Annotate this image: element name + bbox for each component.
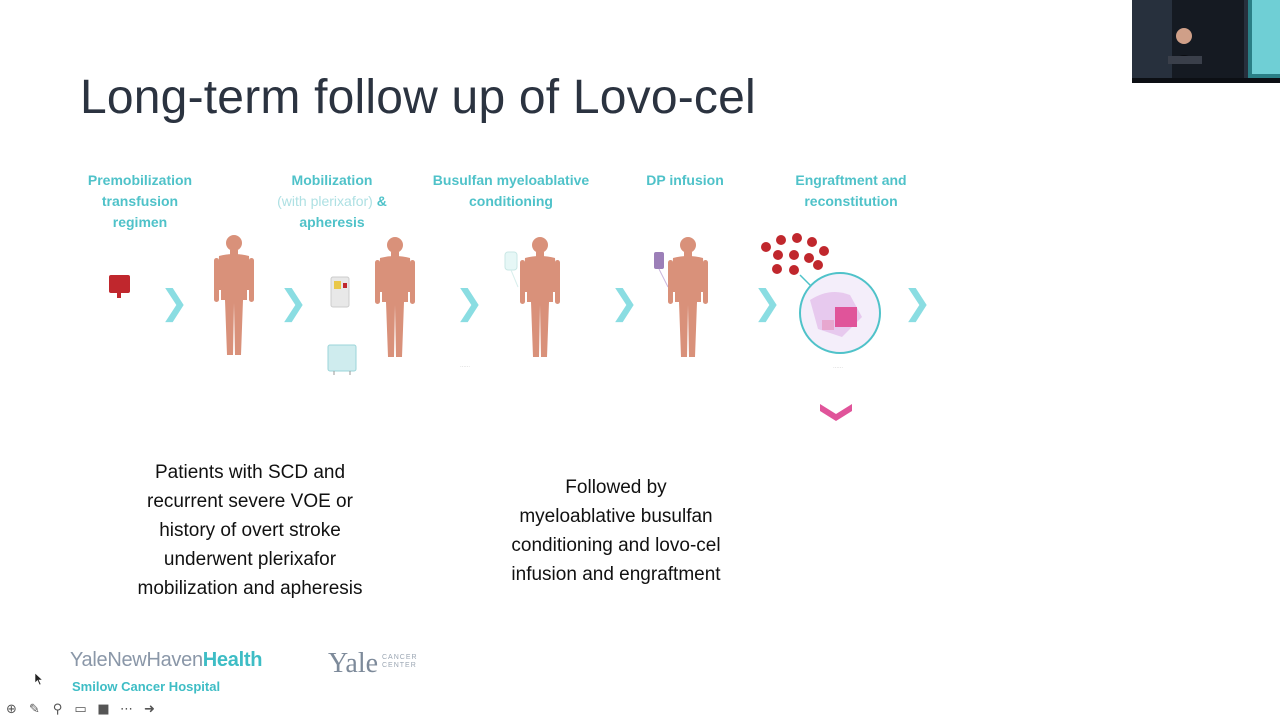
- ynhh-logo-light: YaleNewHaven: [70, 649, 203, 671]
- body-line: underwent plerixafor: [163, 549, 337, 570]
- body-line: conditioning and lovo-cel: [511, 535, 721, 556]
- process-diagram: ...... ......: [109, 233, 881, 421]
- more-icon[interactable]: ⋯: [120, 701, 133, 717]
- yale-sub-line: CENTER: [382, 662, 417, 669]
- step-label-line: Mobilization: [291, 172, 373, 188]
- step-label-line: apheresis: [299, 214, 365, 230]
- step-label-tail: &: [372, 193, 387, 209]
- presenter-toolbar: ⊕ ✎ ⚲ ▭ ■ ⋯ ➜: [3, 700, 158, 718]
- patient-figure: [375, 237, 415, 357]
- small-caption: ......: [460, 363, 470, 369]
- mouse-cursor-icon: [34, 672, 44, 686]
- step-label-engraftment: Engraftment and reconstitution: [780, 170, 922, 212]
- body-line: Patients with SCD and: [154, 462, 346, 483]
- step-label-mobilization: Mobilization (with plerixafor) & apheres…: [262, 170, 402, 233]
- yale-logo: Yale: [328, 648, 379, 679]
- step-label-line: transfusion: [101, 193, 179, 209]
- body-line: mobilization and apheresis: [137, 578, 363, 599]
- body-line: myeloablative busulfan: [519, 506, 713, 527]
- body-text-left: Patients with SCD and recurrent severe V…: [100, 458, 400, 603]
- chevron-right-icon: ❯: [610, 283, 639, 323]
- body-line: history of overt stroke: [159, 520, 341, 541]
- small-caption: ......: [833, 364, 843, 370]
- webcam-video: [1132, 0, 1280, 83]
- pen-icon[interactable]: ✎: [29, 701, 40, 717]
- add-circle-icon[interactable]: ⊕: [6, 701, 17, 717]
- ynhh-logo-bold: Health: [202, 649, 263, 671]
- slide-title: Long-term follow up of Lovo-cel: [80, 71, 756, 124]
- patient-figure: [668, 237, 708, 357]
- yale-sub-line: CANCER: [382, 654, 418, 661]
- webcam-thumbnail[interactable]: [1132, 0, 1280, 83]
- ynhh-logo: YaleNewHavenHealth: [70, 649, 262, 672]
- down-arrow-icon: [820, 404, 852, 421]
- step-label-line: DP infusion: [646, 172, 724, 188]
- chevron-right-icon: ❯: [753, 283, 782, 323]
- step-label-line: conditioning: [469, 193, 553, 209]
- yale-logo-sub: CANCER CENTER: [382, 654, 418, 670]
- bone-marrow-icon: [799, 272, 881, 354]
- chevron-right-icon: ❯: [903, 283, 932, 323]
- patient-figure: [214, 235, 254, 355]
- patient-figure: [520, 237, 560, 357]
- step-label-line: Busulfan myeloablative: [432, 172, 590, 188]
- smilow-logo: Smilow Cancer Hospital: [72, 679, 221, 694]
- chevron-right-icon: ❯: [279, 283, 308, 323]
- next-icon[interactable]: ➜: [144, 701, 155, 717]
- zoom-icon[interactable]: ⚲: [52, 701, 63, 717]
- iv-bag-icon: [504, 251, 519, 288]
- body-line: recurrent severe VOE or: [147, 491, 353, 512]
- captions-icon[interactable]: ▭: [74, 701, 87, 717]
- chevron-right-icon: ❯: [455, 283, 484, 323]
- step-label-line: reconstitution: [804, 193, 898, 209]
- step-label-muted: (with plerixafor): [277, 193, 373, 209]
- apheresis-machine-icon: [327, 276, 357, 375]
- step-label-premobilization: Premobilization transfusion regimen: [80, 170, 200, 233]
- step-label-busulfan: Busulfan myeloablative conditioning: [418, 170, 604, 212]
- body-line: infusion and engraftment: [511, 564, 721, 585]
- chevron-right-icon: ❯: [160, 283, 189, 323]
- step-label-line: Premobilization: [87, 172, 193, 188]
- step-label-dp-infusion: DP infusion: [630, 170, 740, 191]
- drug-product-bag-icon: [654, 252, 669, 288]
- body-text-right: Followed by myeloablative busulfan condi…: [466, 473, 766, 589]
- body-line: Followed by: [565, 477, 667, 498]
- step-label-line: (with plerixafor) &: [262, 191, 402, 212]
- red-blood-cells-icon: [761, 233, 829, 288]
- step-label-line: Engraftment and: [795, 172, 907, 188]
- blood-bag-icon: [109, 275, 130, 298]
- video-icon[interactable]: ■: [97, 701, 110, 717]
- step-label-line: regimen: [112, 214, 168, 230]
